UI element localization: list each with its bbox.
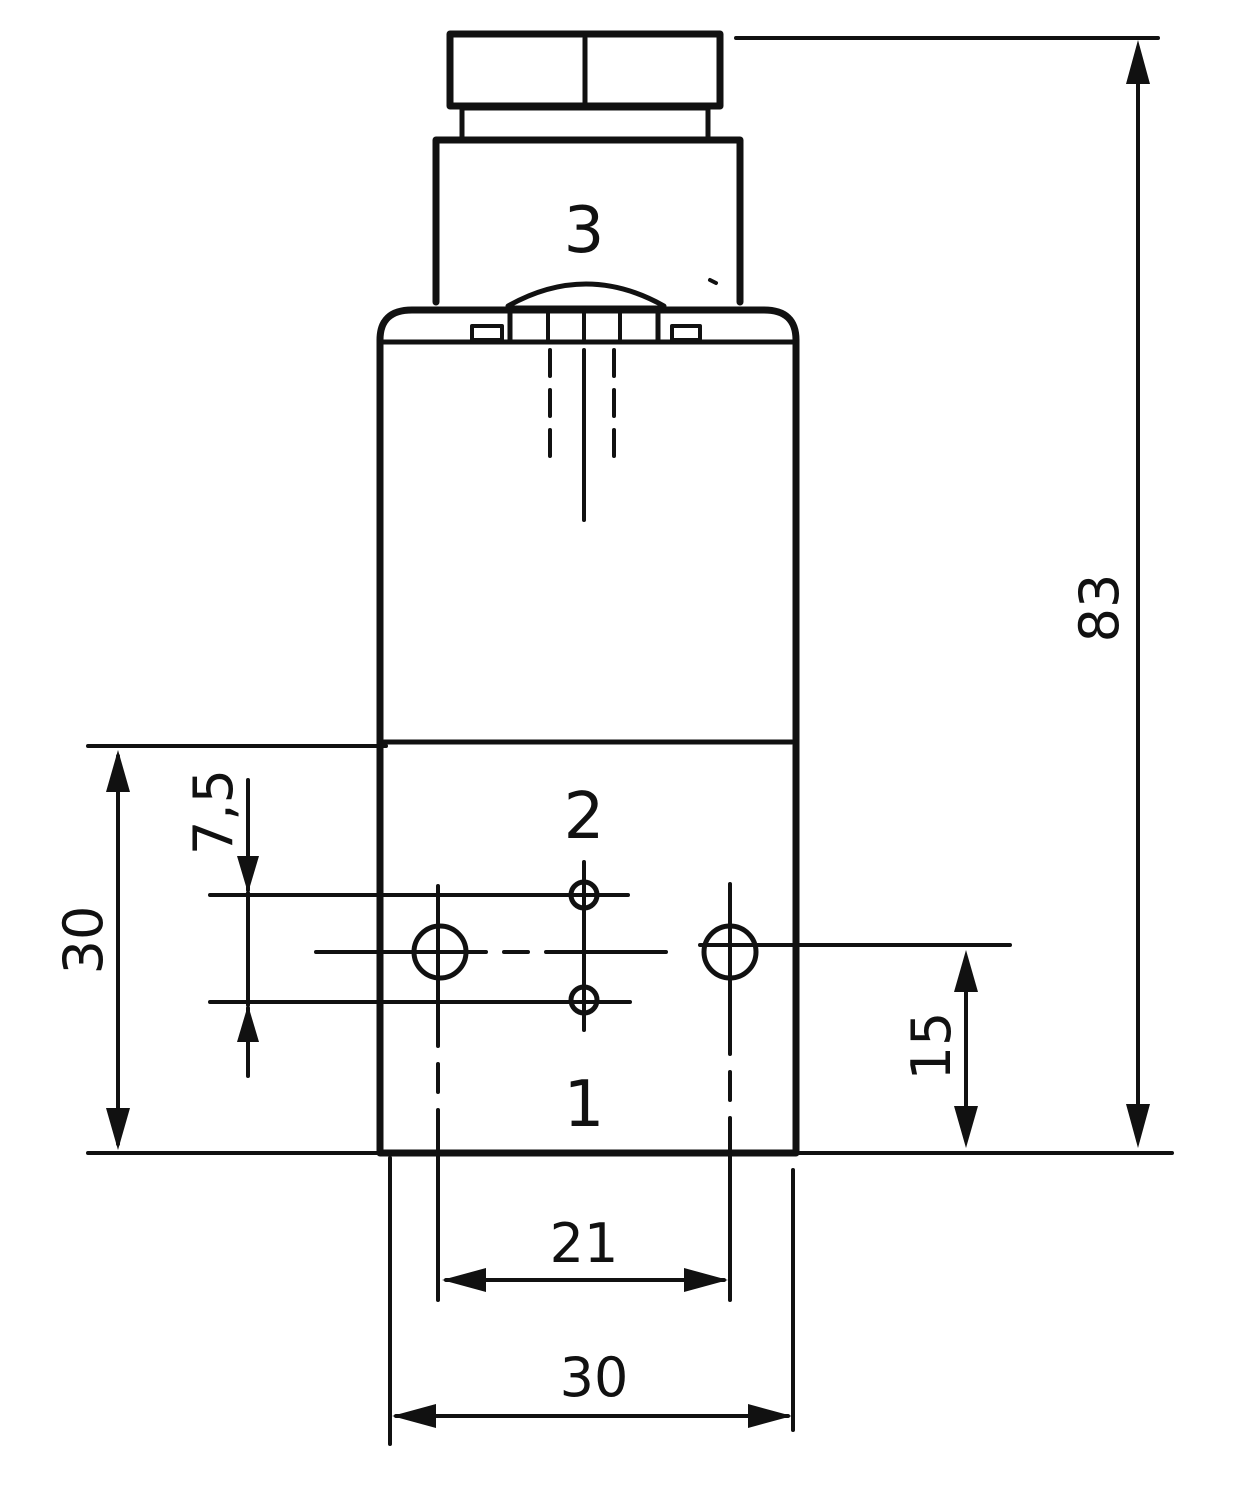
body-width-value: 30 [560,1346,629,1409]
mount-hole-spacing-value: 21 [550,1212,619,1275]
dimension-mount-hole-height [954,950,978,1148]
dimension-overall-height [1126,40,1150,1148]
valve-body [376,305,800,1157]
mount-hole-height-value: 15 [900,1012,963,1081]
center-lines [208,860,1012,1302]
dimension-body-width [392,1404,792,1428]
extension-lines [86,36,1174,1446]
port-2-label: 2 [564,780,605,854]
connector-cap [446,30,724,143]
dimension-lower-block-height [106,750,130,1150]
solenoid-housing [432,136,744,309]
port-1-label: 1 [564,1068,605,1142]
overall-height-value: 83 [1068,574,1131,643]
dimension-port-offset [237,778,259,1078]
port-offset-value: 7,5 [182,769,245,855]
dimension-mount-hole-spacing [442,1268,728,1292]
lower-block-height-value: 30 [52,906,115,975]
port-3-label: 3 [564,194,605,268]
